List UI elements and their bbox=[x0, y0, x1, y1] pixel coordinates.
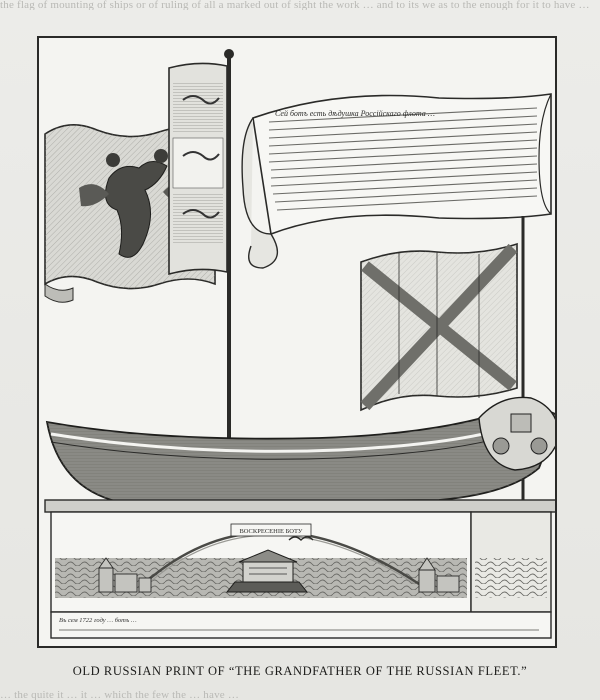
pedestal-arch-text: ВОСКРЕСЕНІЕ БОТУ bbox=[239, 528, 302, 535]
lion-flag-icon bbox=[168, 62, 228, 276]
boat-icon bbox=[45, 396, 561, 503]
pedestal-inscription: Въ сем 1722 году … ботъ … bbox=[59, 617, 137, 624]
banner-text: Сей ботъ есть дѣдушка Россійскаго флота … bbox=[275, 109, 435, 118]
st-andrew-cross-flag-icon bbox=[360, 242, 518, 412]
show-through-text-bottom: … the quite it … it … which the few the … bbox=[0, 690, 240, 700]
figure-caption: OLD RUSSIAN PRINT OF “THE GRANDFATHER OF… bbox=[72, 664, 528, 678]
show-through-text-top: the flag of mounting of ships or of ruli… bbox=[0, 0, 590, 10]
ark-icon bbox=[225, 549, 309, 593]
pedestal: ВОСКРЕСЕНІЕ БОТУ bbox=[44, 499, 558, 639]
engraving-illustration: Сей ботъ есть дѣдушка Россійскаго флота … bbox=[39, 38, 561, 646]
inscription-banner: Сей ботъ есть дѣдушка Россійскаго флота … bbox=[241, 93, 552, 269]
engraving-plate: Сей ботъ есть дѣдушка Россійскаго флота … bbox=[37, 36, 561, 648]
